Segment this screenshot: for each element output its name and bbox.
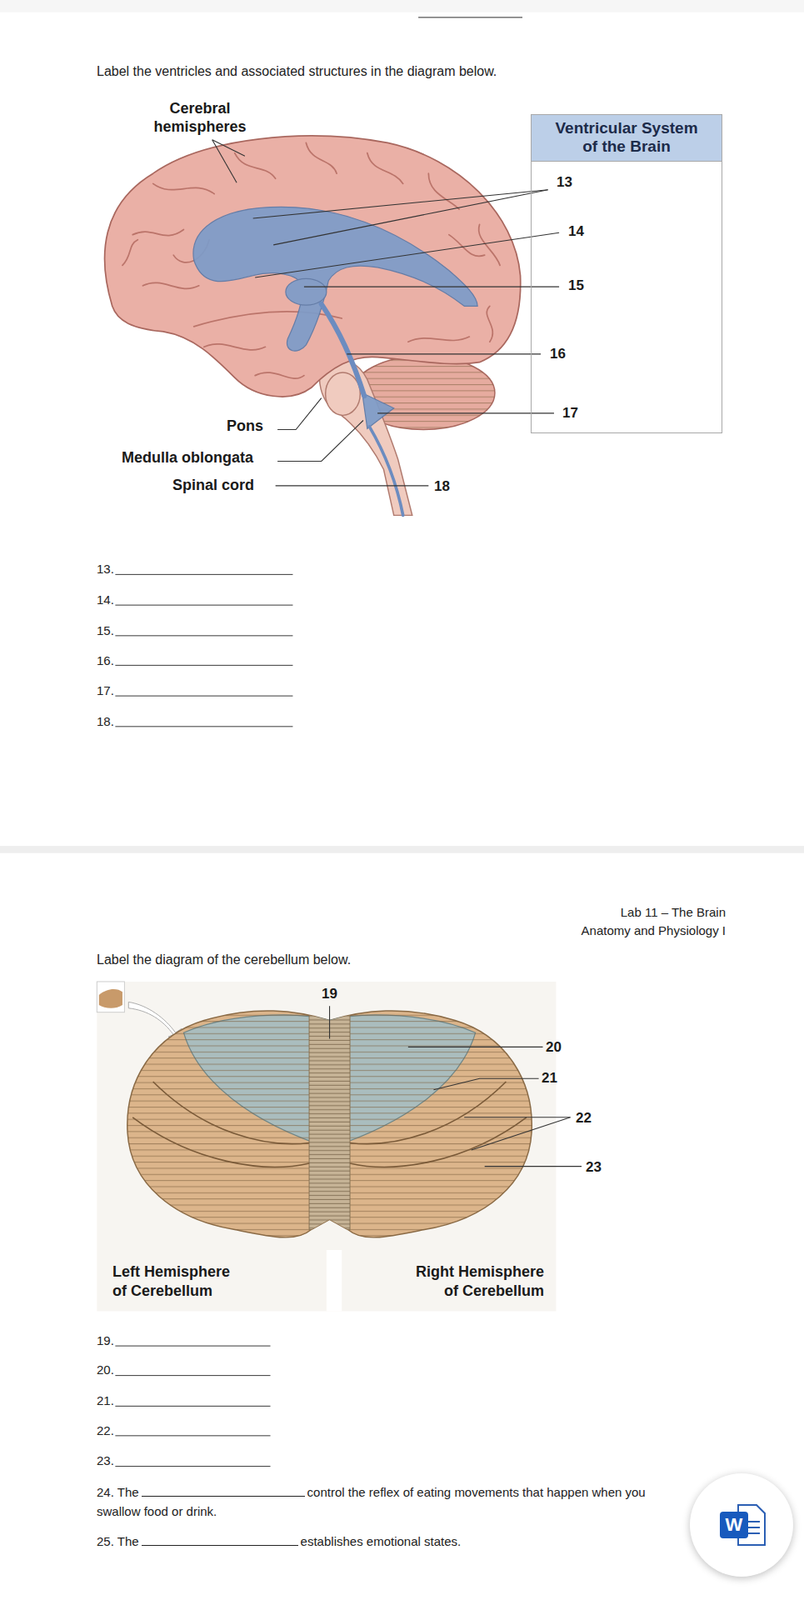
answer-lines (114, 574, 293, 726)
callout-number: 21 (541, 1068, 558, 1087)
panel-label: Left Hemisphere of Cerebellum (112, 1262, 242, 1301)
question-text: establishes emotional states. (300, 1533, 462, 1549)
question-text: 25. The (96, 1533, 140, 1549)
callout-number: 17 (562, 404, 579, 422)
leader-lines (329, 1005, 582, 1166)
answer-number: 17. (96, 682, 115, 699)
instruction: Label the diagram of the cerebellum belo… (96, 951, 351, 969)
answer-number: 18. (96, 713, 115, 730)
answer-number: 15. (96, 622, 115, 639)
cerebellum-illustration (96, 981, 556, 1312)
part-label: Spinal cord (172, 475, 255, 495)
icon-letter: W (719, 1511, 749, 1539)
app-badge: W (719, 1511, 749, 1539)
answer-number: 21. (96, 1392, 115, 1409)
callout-number: 23 (585, 1158, 602, 1176)
question-text: 24. The (96, 1484, 140, 1499)
leader-lines (212, 139, 560, 486)
answer-lines (114, 1345, 270, 1466)
word-icon: W (689, 1473, 794, 1577)
callout-number: 13 (556, 174, 573, 191)
top-rule (418, 16, 523, 18)
answer-number: 13. (96, 560, 115, 577)
part-label: Medulla oblongata (121, 448, 254, 468)
callout-number: 20 (545, 1038, 562, 1056)
answer-number: 19. (96, 1332, 115, 1349)
answer-blank (141, 1483, 305, 1497)
top-band (0, 0, 804, 13)
answer-number: 20. (96, 1361, 115, 1378)
answer-blank (141, 1532, 299, 1546)
answer-number: 22. (96, 1422, 115, 1439)
part-label: Pons (226, 416, 264, 436)
part-label: Cerebral hemispheres (141, 99, 259, 136)
page-break (0, 845, 804, 854)
callout-number: 22 (575, 1108, 592, 1127)
callout-number: 18 (434, 477, 450, 495)
box-header: Ventricular System of the Brain (531, 114, 722, 162)
instruction: Label the ventricles and associated stru… (96, 63, 497, 80)
answer-number: 23. (96, 1452, 115, 1469)
page-header: Anatomy and Physiology I (581, 922, 726, 939)
fill-in-sentence: 24. Thecontrol the reflex of eating move… (96, 1482, 685, 1521)
question-text: control the reflex of eating movements t… (96, 1484, 646, 1519)
fill-in-sentence: 25. The establishes emotional states. (96, 1531, 685, 1551)
brain-illustration (104, 135, 521, 515)
answer-number: 14. (96, 591, 115, 608)
callout-number: 14 (568, 223, 585, 240)
panel-label: Right Hemisphere of Cerebellum (410, 1262, 545, 1301)
page-header: Lab 11 – The Brain (620, 903, 726, 920)
answer-number: 16. (96, 652, 115, 669)
callout-number: 16 (549, 345, 566, 363)
callout-number: 15 (568, 277, 585, 295)
box-title: Ventricular System of the Brain (547, 119, 706, 156)
callout-number: 19 (321, 984, 338, 1003)
legend-box: Ventricular System of the Brain 13 14 15 16 1… (530, 114, 723, 434)
